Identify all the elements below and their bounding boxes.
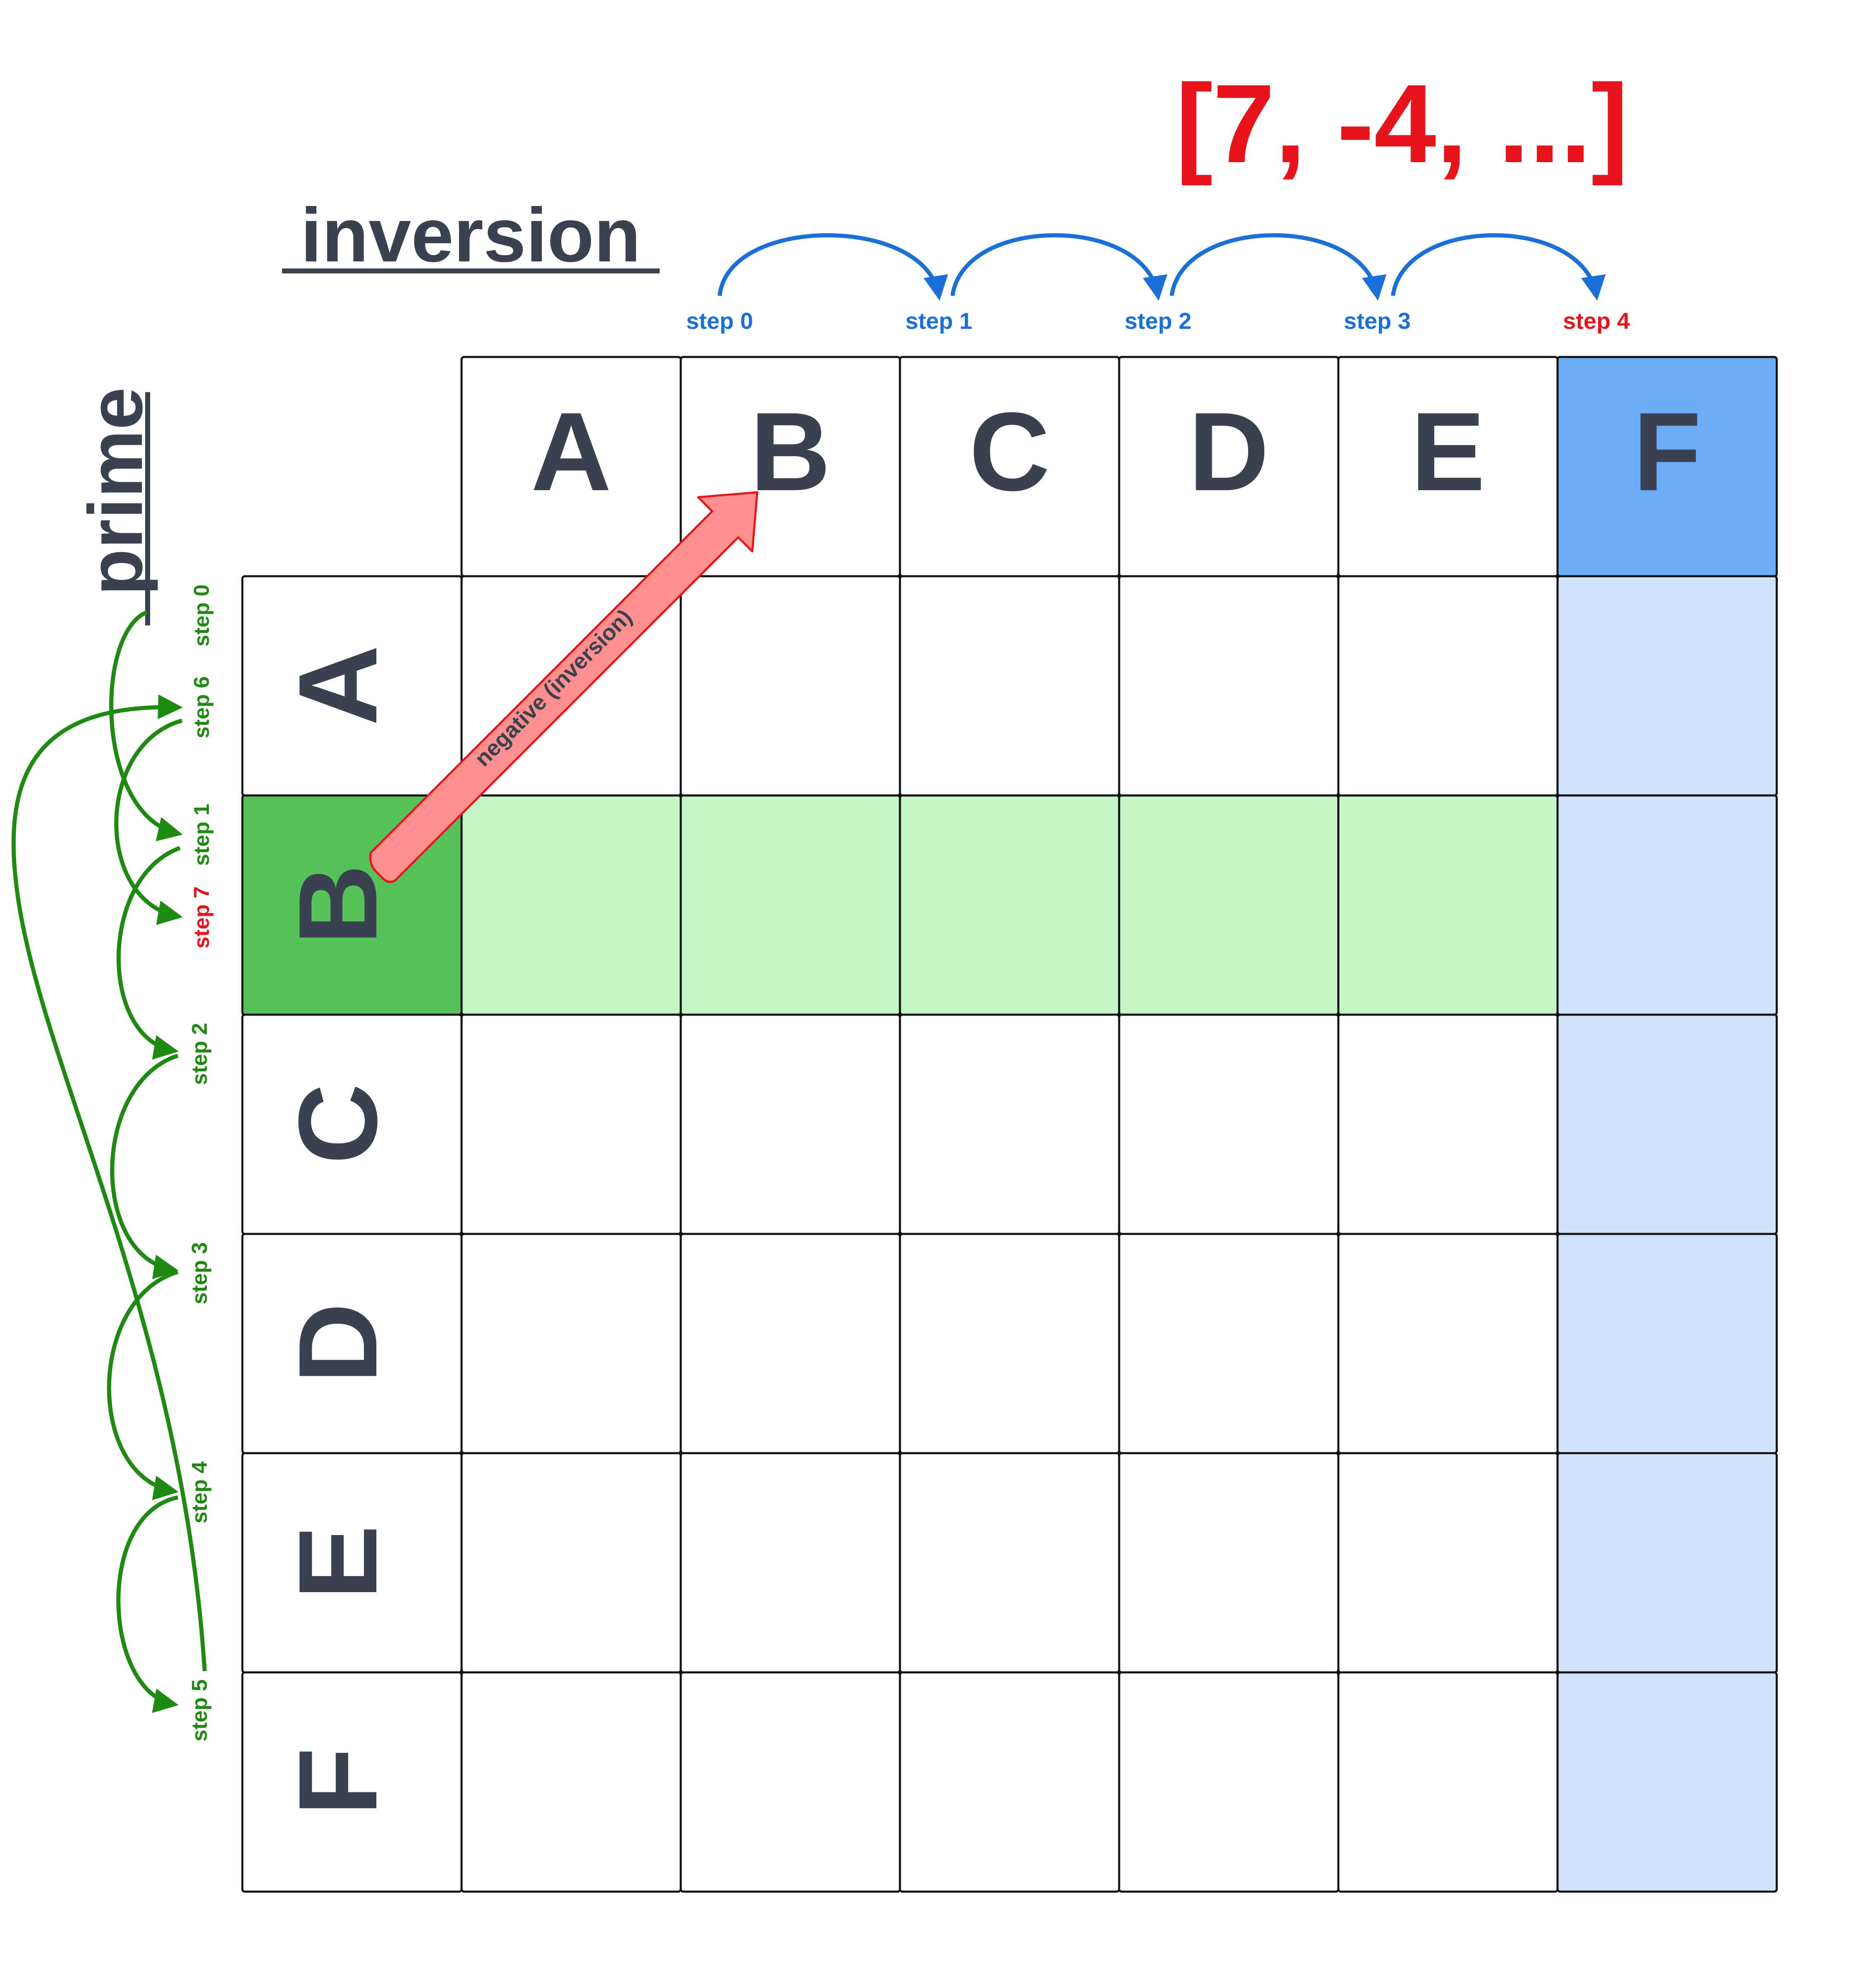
row-headers: A B C D E F — [276, 645, 400, 1816]
top-step-arc-0 — [718, 233, 948, 301]
grid-cell-d-b — [680, 1233, 901, 1454]
left-step-label: step 0 — [190, 584, 214, 647]
result-sequence: [7, -4, ...] — [1175, 62, 1628, 187]
left-step-arcs — [11, 610, 207, 1713]
grid-cell-d-d — [1118, 1233, 1340, 1454]
grid-cell-f-e — [1337, 1671, 1559, 1893]
top-step-label: step 2 — [1125, 308, 1192, 334]
left-step-labels: step 0 step 6 step 1 step 7 step 2 step … — [188, 584, 214, 1741]
grid-cell-e-c — [899, 1452, 1120, 1674]
grid — [241, 356, 1778, 1893]
column-header-f: F — [1633, 390, 1701, 514]
row-header-f: F — [276, 1748, 400, 1816]
grid-cell-c-c — [899, 1013, 1120, 1235]
left-step-arc-2-3 — [110, 1054, 179, 1279]
column-headers: A B C D E F — [531, 390, 1701, 514]
row-header-c: C — [276, 1084, 400, 1164]
grid-cell-a-c — [899, 575, 1120, 797]
grid-cell-b-c — [899, 794, 1120, 1016]
left-step-arc-5-6 — [11, 694, 207, 1672]
left-step-label: step 5 — [188, 1679, 212, 1741]
column-header-e: E — [1411, 390, 1485, 514]
column-header-a: A — [531, 390, 612, 514]
inversion-title: inversion — [301, 193, 641, 278]
row-header-e: E — [276, 1525, 400, 1600]
column-header-b: B — [750, 390, 831, 514]
top-step-arc-2 — [1170, 233, 1387, 301]
grid-cell-d-a — [460, 1233, 682, 1454]
left-step-arc-1-2 — [116, 846, 181, 1060]
grid-cell-f-d — [1118, 1671, 1340, 1893]
grid-cell-e-a — [460, 1452, 682, 1674]
top-step-label: step 3 — [1344, 308, 1411, 334]
column-header-c: C — [969, 390, 1050, 514]
grid-cell-e-e — [1337, 1452, 1559, 1674]
grid-cell-e-d — [1118, 1452, 1340, 1674]
row-header-b: B — [276, 865, 400, 945]
grid-cell-c-b — [680, 1013, 901, 1235]
grid-cell-f-b — [680, 1671, 901, 1893]
grid-cell-d-f — [1556, 1233, 1778, 1454]
grid-cell-e-b — [680, 1452, 901, 1674]
grid-cell-f-c — [899, 1671, 1120, 1893]
left-step-arc-3-4 — [107, 1270, 179, 1500]
left-step-arc-0-1 — [109, 610, 183, 841]
left-step-label: step 3 — [188, 1242, 212, 1304]
grid-cell-e-f — [1556, 1452, 1778, 1674]
grid-cell-a-b — [680, 575, 901, 797]
left-step-label-final: step 7 — [190, 886, 214, 948]
grid-cell-b-d — [1118, 794, 1340, 1016]
grid-cell-f-f — [1556, 1671, 1778, 1893]
grid-cell-c-f — [1556, 1013, 1778, 1235]
grid-cell-a-d — [1118, 575, 1340, 797]
grid-cell-b-f — [1556, 794, 1778, 1016]
row-header-d: D — [276, 1303, 400, 1384]
left-step-label: step 6 — [190, 676, 214, 738]
top-step-label: step 1 — [905, 308, 972, 334]
grid-cell-c-e — [1337, 1013, 1559, 1235]
grid-cell-b-a — [460, 794, 682, 1016]
top-step-arc-1 — [950, 233, 1168, 301]
negative-arrow-shape — [369, 491, 759, 883]
row-header-a: A — [276, 645, 400, 726]
prime-title: prime — [73, 387, 158, 596]
grid-cell-b-b — [680, 794, 901, 1016]
left-step-arc-6-7 — [114, 719, 183, 925]
left-step-arc-4-5 — [116, 1495, 179, 1713]
top-step-arc-3 — [1391, 233, 1606, 301]
top-step-labels: step 0 step 1 step 2 step 3 step 4 — [686, 308, 1630, 334]
top-step-label-final: step 4 — [1563, 308, 1630, 334]
left-step-label: step 1 — [190, 804, 214, 866]
grid-cell-a-f — [1556, 575, 1778, 797]
grid-cell-d-e — [1337, 1233, 1559, 1454]
grid-cell-d-c — [899, 1233, 1120, 1454]
column-header-d: D — [1189, 390, 1269, 514]
left-step-label: step 4 — [188, 1461, 212, 1523]
grid-cell-c-a — [460, 1013, 682, 1235]
top-step-label: step 0 — [686, 308, 753, 334]
grid-cell-a-e — [1337, 575, 1559, 797]
grid-cell-b-e — [1337, 794, 1559, 1016]
left-step-label: step 2 — [188, 1023, 212, 1085]
top-step-arcs — [718, 233, 1606, 301]
grid-cell-c-d — [1118, 1013, 1340, 1235]
grid-cell-f-a — [460, 1671, 682, 1893]
